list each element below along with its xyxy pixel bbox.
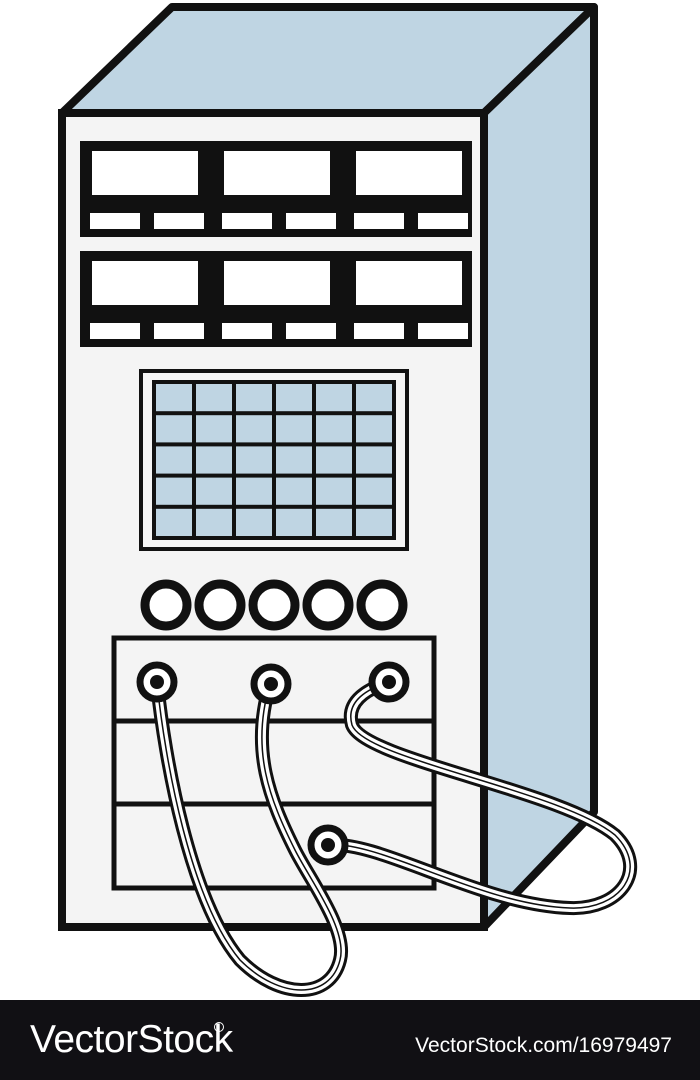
grid-cell	[316, 384, 352, 412]
knob-row	[140, 579, 408, 631]
grid-cell	[276, 384, 312, 412]
jack-hole	[150, 675, 164, 689]
knob-icon	[194, 579, 246, 631]
grid-cell	[356, 384, 392, 412]
grid-cell	[196, 508, 232, 536]
grid-cell	[356, 415, 392, 443]
jack-hole	[321, 838, 335, 852]
equipment-rack-illustration	[58, 3, 638, 997]
monitor-icon	[92, 151, 198, 195]
monitor-bank	[80, 141, 472, 347]
grid-cell	[276, 477, 312, 505]
monitor-button-icon	[286, 323, 336, 339]
monitor-icon	[224, 261, 330, 305]
monitor-icon	[92, 261, 198, 305]
registered-mark-icon	[214, 1022, 224, 1032]
monitor-button-icon	[90, 323, 140, 339]
knob-icon	[140, 579, 192, 631]
grid-display-icon	[152, 380, 396, 540]
grid-cell	[196, 446, 232, 474]
grid-cell	[156, 384, 192, 412]
grid-cell	[236, 477, 272, 505]
grid-cell	[236, 384, 272, 412]
jack-row	[136, 661, 410, 866]
knob-icon	[302, 579, 354, 631]
monitor-button-icon	[418, 323, 468, 339]
grid-cell	[316, 477, 352, 505]
image-credit: VectorStock.com/16979497	[415, 1034, 672, 1057]
grid-cell	[156, 415, 192, 443]
jack-hole	[382, 675, 396, 689]
vectorstock-logo: VectorStock	[30, 1018, 233, 1061]
grid-cell	[356, 477, 392, 505]
cable-icon	[150, 675, 638, 997]
monitor-button-icon	[222, 213, 272, 229]
grid-cell	[156, 477, 192, 505]
monitor-button-icon	[90, 213, 140, 229]
grid-background	[152, 380, 396, 540]
grid-cell	[356, 508, 392, 536]
grid-cell	[236, 508, 272, 536]
monitor-icon	[356, 151, 462, 195]
grid-cell	[276, 415, 312, 443]
cable-centerline	[327, 681, 631, 909]
knob-icon	[248, 579, 300, 631]
monitor-button-icon	[154, 213, 204, 229]
grid-cell	[156, 508, 192, 536]
monitor-icon	[224, 151, 330, 195]
grid-cell	[236, 446, 272, 474]
monitor-icon	[356, 261, 462, 305]
monitor-button-icon	[154, 323, 204, 339]
grid-cell	[156, 446, 192, 474]
grid-cell	[196, 477, 232, 505]
knob-icon	[356, 579, 408, 631]
watermark-bar: VectorStock VectorStock.com/16979497	[0, 1000, 700, 1080]
grid-cell	[276, 508, 312, 536]
grid-cell	[316, 446, 352, 474]
jack-hole	[264, 677, 278, 691]
monitor-button-icon	[286, 213, 336, 229]
cable-centerline	[156, 682, 342, 991]
grid-cell	[316, 415, 352, 443]
grid-cell	[196, 415, 232, 443]
grid-cell	[356, 446, 392, 474]
grid-cell	[196, 384, 232, 412]
grid-cell	[316, 508, 352, 536]
monitor-button-icon	[354, 323, 404, 339]
monitor-button-icon	[354, 213, 404, 229]
grid-cell	[236, 415, 272, 443]
grid-cell	[276, 446, 312, 474]
monitor-button-icon	[222, 323, 272, 339]
monitor-button-icon	[418, 213, 468, 229]
